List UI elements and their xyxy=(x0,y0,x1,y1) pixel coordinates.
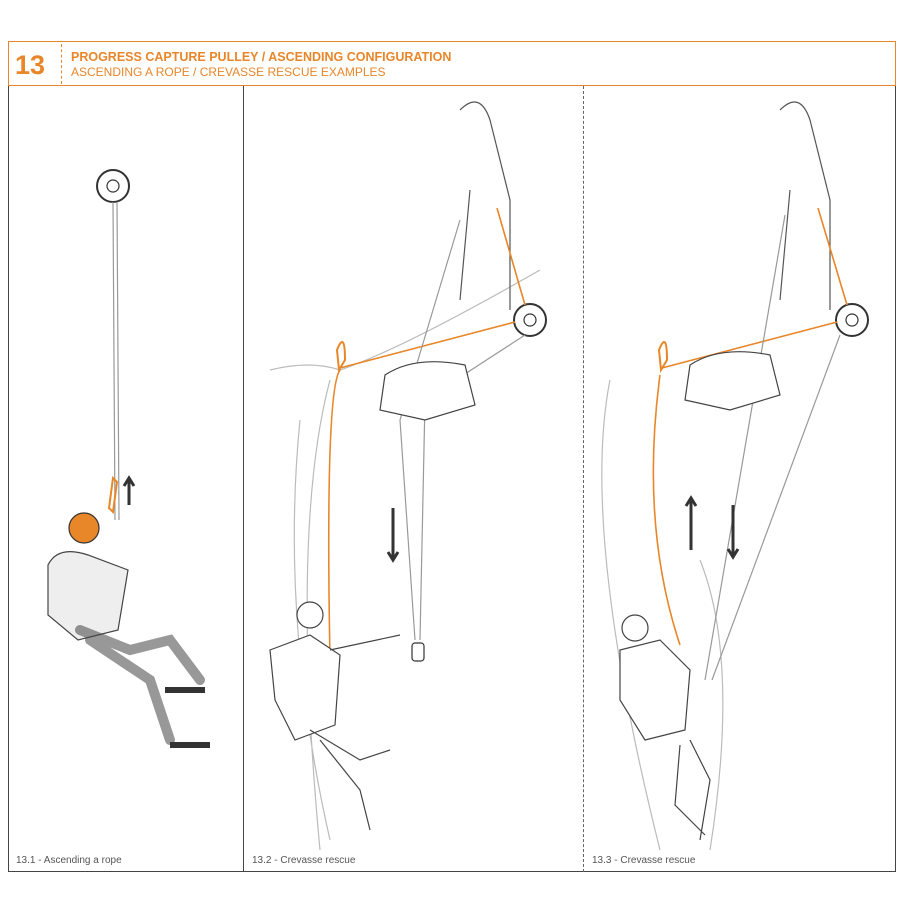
climber-helmet xyxy=(68,512,100,544)
illustration-crevasse-rescue-1 xyxy=(269,101,547,851)
panel-divider-dashed xyxy=(583,86,584,872)
down-arrow-icon xyxy=(726,505,740,560)
pulley-icon xyxy=(835,303,869,337)
illustration-crevasse-rescue-2 xyxy=(601,101,869,851)
header-divider xyxy=(61,44,62,84)
caption-13-3: 13.3 - Crevasse rescue xyxy=(592,855,696,866)
down-arrow-icon xyxy=(386,508,400,563)
section-header: 13 PROGRESS CAPTURE PULLEY / ASCENDING C… xyxy=(8,41,896,86)
panels-frame xyxy=(8,86,896,872)
up-arrow-icon xyxy=(684,495,698,550)
up-arrow-icon xyxy=(122,475,136,505)
caption-13-1: 13.1 - Ascending a rope xyxy=(16,855,122,866)
section-number: 13 xyxy=(15,50,46,80)
climber-body xyxy=(47,551,129,641)
caption-13-2: 13.2 - Crevasse rescue xyxy=(252,855,356,866)
section-subtitle: ASCENDING A ROPE / CREVASSE RESCUE EXAMP… xyxy=(71,65,386,79)
panel-divider xyxy=(243,86,244,872)
section-title: PROGRESS CAPTURE PULLEY / ASCENDING CONF… xyxy=(71,50,452,64)
pulley-icon xyxy=(96,169,130,203)
illustration-ascending-rope xyxy=(47,169,210,748)
pulley-icon xyxy=(513,303,547,337)
